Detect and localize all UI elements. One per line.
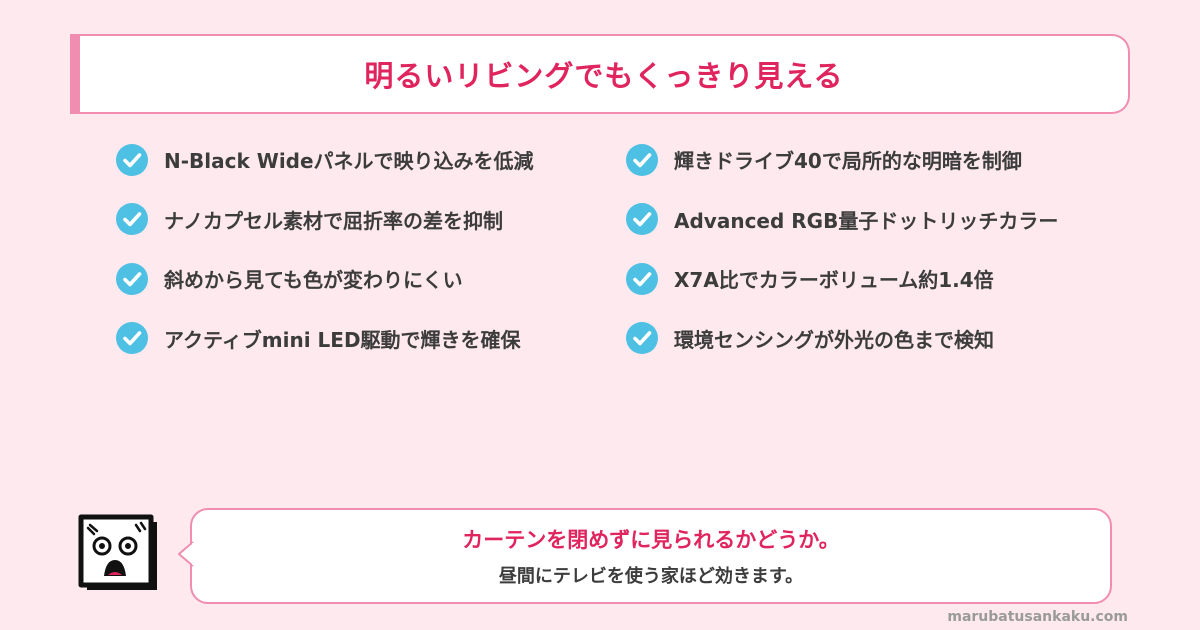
check-circle-icon [116, 143, 148, 176]
feature-label: 輝きドライブ40で局所的な明暗を制御 [674, 149, 1022, 174]
feature-list: N-Black Wideパネルで映り込みを低減 輝きドライブ40で局所的な明暗を… [116, 130, 1096, 368]
speech-tail [178, 541, 194, 567]
feature-label: ナノカプセル素材で屈折率の差を抑制 [164, 208, 503, 233]
feature-label: N-Black Wideパネルで映り込みを低減 [164, 149, 534, 174]
feature-item: Advanced RGB量子ドットリッチカラー [626, 190, 1096, 250]
feature-label: X7A比でカラーボリューム約1.4倍 [674, 268, 994, 293]
feature-item: アクティブmini LED駆動で輝きを確保 [116, 309, 626, 369]
check-circle-icon [626, 143, 658, 176]
site-url: marubatusankaku.com [947, 609, 1128, 625]
feature-label: Advanced RGB量子ドットリッチカラー [674, 208, 1059, 233]
check-circle-icon [116, 203, 148, 236]
check-circle-icon [116, 322, 148, 355]
check-circle-icon [116, 262, 148, 295]
feature-label: 環境センシングが外光の色まで検知 [674, 327, 994, 352]
feature-item: ナノカプセル素材で屈折率の差を抑制 [116, 190, 626, 250]
feature-item: X7A比でカラーボリューム約1.4倍 [626, 249, 1096, 309]
check-circle-icon [626, 322, 658, 355]
check-circle-icon [626, 203, 658, 236]
feature-item: 輝きドライブ40で局所的な明暗を制御 [626, 130, 1096, 190]
check-circle-icon [626, 262, 658, 295]
feature-item: 斜めから見ても色が変わりにくい [116, 249, 626, 309]
speech-subtext: 昼間にテレビを使う家ほど効きます。 [498, 566, 804, 587]
speech-bubble: カーテンを閉めずに見られるかどうか。 昼間にテレビを使う家ほど効きます。 [190, 508, 1112, 604]
shocked-face-icon [78, 514, 157, 590]
page-title: 明るいリビングでもくっきり見える [364, 59, 844, 93]
feature-label: アクティブmini LED駆動で輝きを確保 [164, 327, 521, 352]
title-box: 明るいリビングでもくっきり見える [70, 34, 1130, 114]
feature-item: N-Black Wideパネルで映り込みを低減 [116, 130, 626, 190]
feature-label: 斜めから見ても色が変わりにくい [164, 268, 463, 293]
speech-headline: カーテンを閉めずに見られるかどうか。 [462, 528, 840, 552]
feature-item: 環境センシングが外光の色まで検知 [626, 309, 1096, 369]
